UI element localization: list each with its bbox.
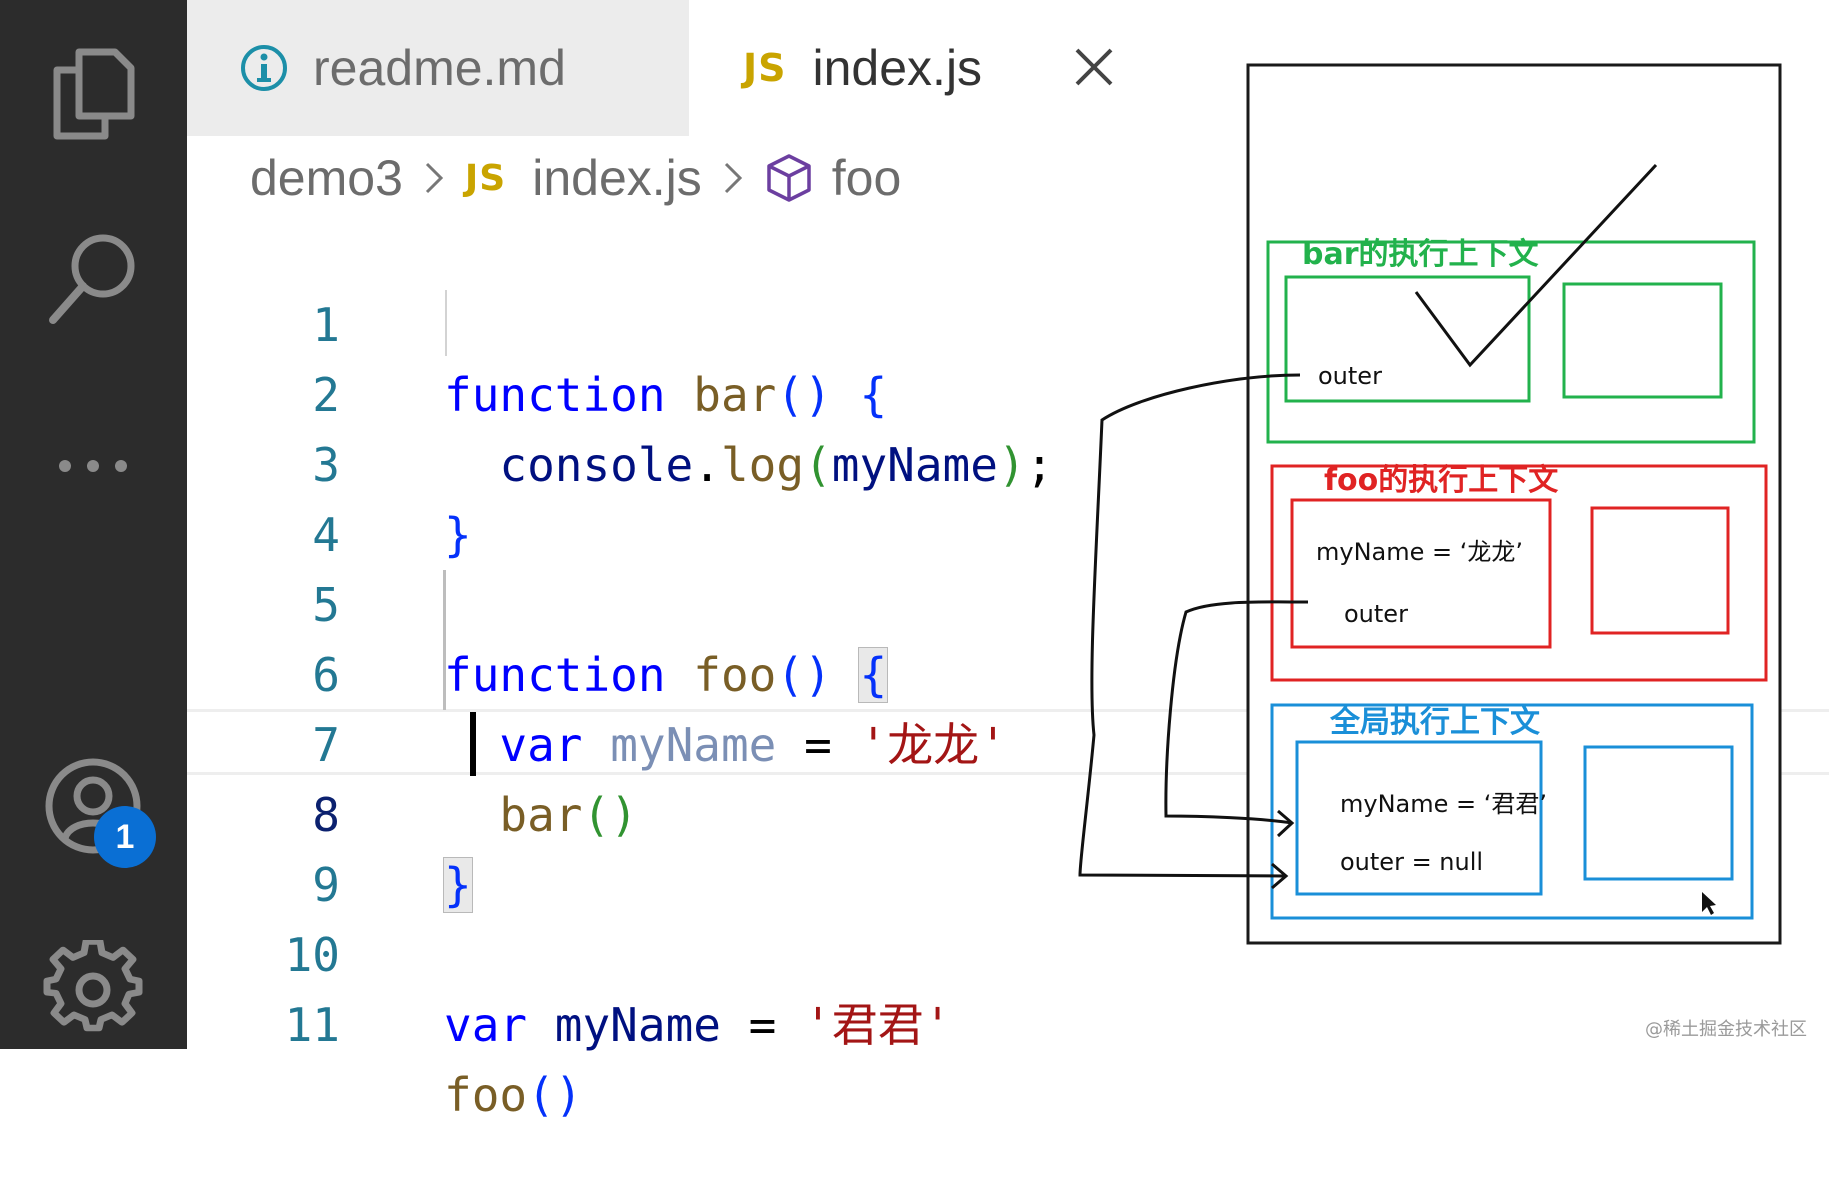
chevron-right-icon [724,162,742,194]
gear-icon[interactable] [43,940,143,1040]
method-name: log [720,438,805,492]
code-line[interactable]: 3 } [220,360,1100,562]
identifier: myName [831,438,998,492]
brace: } [444,508,472,562]
foo-outer-label: outer [1344,600,1408,628]
line-number: 5 [312,578,340,632]
line-number: 11 [284,998,340,1052]
paren: () [582,788,638,842]
keyword: function [444,648,666,702]
breadcrumb-folder[interactable]: demo3 [250,150,403,206]
js-file-icon: JS [464,157,507,199]
breadcrumb-symbol[interactable]: foo [831,150,902,206]
paren: ) [997,438,1026,492]
code-line[interactable]: 11 foo() [220,920,1100,1122]
call-stack-frame [1246,63,1782,945]
dot: . [693,438,721,492]
semicolon: ; [1025,438,1054,492]
paren: () [776,648,832,702]
tab-index[interactable]: JS index.js [689,0,1153,136]
bar-outer-arrow [1078,373,1301,878]
line-number: 7 [312,718,340,772]
indent-guide [443,570,446,710]
watermark: @稀土掘金技术社区 [1645,1019,1807,1040]
global-outer-label: outer = null [1340,848,1483,876]
code-line[interactable]: 2 console.log(myName); [220,290,1100,492]
explorer-icon[interactable] [43,40,143,140]
keyword: var [499,718,583,772]
identifier: myName [610,718,777,772]
global-myname-label: myName = ‘君君’ [1340,790,1547,818]
method-cube-icon [767,154,811,202]
code-line[interactable]: 10 var myName = '君君' [220,850,1100,1052]
close-icon[interactable] [1067,40,1121,94]
current-line-highlight [187,709,1829,775]
foo-lexical-env [1590,506,1730,635]
paren: ( [804,438,832,492]
checkmark-icon [1414,163,1658,368]
brace-match: { [858,647,889,703]
operator: = [804,718,832,772]
keyword: var [444,998,528,1052]
string-literal: '君君' [804,998,952,1052]
code-line[interactable]: 1 function bar() { [220,220,1100,422]
indent-guide [445,290,447,356]
line-number: 1 [312,298,340,352]
chevron-right-icon [425,162,444,194]
line-number: 6 [312,648,340,702]
foo-context-box [1270,464,1768,682]
js-file-icon: JS [743,46,787,90]
tab-readme-label: readme.md [313,40,566,96]
code-line[interactable]: 7 bar() [220,640,1100,842]
tab-readme[interactable]: readme.md [187,0,689,136]
foo-variable-env [1290,498,1552,649]
code-line[interactable]: 5 function foo() { [220,500,1100,703]
bar-context-box [1266,240,1756,444]
function-name: bar [693,368,777,422]
line-number: 4 [312,508,340,562]
paren: () [527,1068,583,1122]
text-cursor [470,712,476,776]
breadcrumb: demo3 JS index.js foo [250,146,901,210]
tab-index-label: index.js [812,40,983,96]
line-number: 10 [284,928,340,982]
code-line-current[interactable]: 8 } [220,710,1100,913]
identifier: myName [554,998,721,1052]
info-icon [241,45,287,91]
line-number: 8 [312,788,340,842]
keyword: function [444,368,666,422]
paren: () [776,368,832,422]
string-literal: '龙龙' [859,718,1007,772]
bar-outer-label: outer [1318,362,1382,390]
activity-bar: 1 [0,0,187,1049]
mouse-pointer-icon [1702,892,1716,915]
line-number: 9 [312,858,340,912]
function-name: foo [693,648,777,702]
foo-myname-label: myName = ‘龙龙’ [1316,538,1523,566]
arrow-head [1276,809,1295,838]
line-number: 3 [312,438,340,492]
function-name: foo [444,1068,528,1122]
code-line[interactable]: 9 [220,780,1100,912]
code-line[interactable]: 6 var myName = '龙龙' [220,570,1100,772]
brace-match: } [443,857,473,913]
identifier: console [499,438,694,492]
tab-bar: readme.md JS index.js [187,0,1153,136]
code-line[interactable]: 4 [220,430,1100,562]
foo-context-title: foo的执行上下文 [1324,463,1558,498]
brace: { [859,368,888,422]
bar-lexical-env [1562,282,1723,399]
bar-variable-env [1284,275,1531,403]
search-icon[interactable] [43,228,143,328]
bar-context-title: bar的执行上下文 [1302,237,1539,272]
function-name: bar [499,788,583,842]
more-icon[interactable] [43,416,143,516]
account-badge: 1 [94,806,156,868]
operator: = [748,998,777,1052]
breadcrumb-file[interactable]: index.js [532,150,702,206]
arrow-head [1271,862,1289,890]
code-editor[interactable]: 1 function bar() { 2 console.log(myName)… [220,220,1100,1122]
line-number: 2 [312,368,340,422]
